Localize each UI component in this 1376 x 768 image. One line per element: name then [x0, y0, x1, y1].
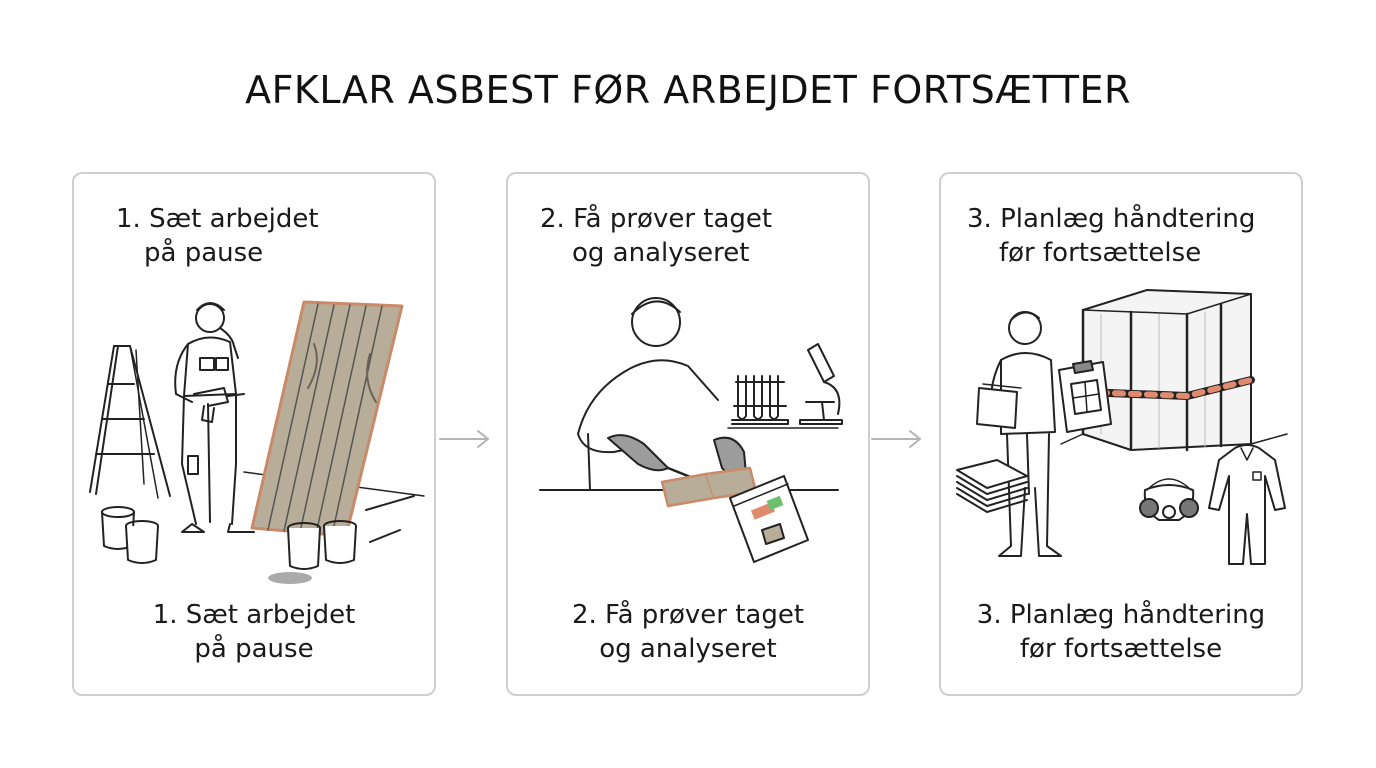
step-2-caption: 2. Få prøver taget og analyseret: [508, 598, 868, 666]
sample-bag-icon: [729, 475, 809, 563]
arrow-right-icon: [439, 430, 489, 448]
step-3-caption-line1: 3. Planlæg håndtering: [976, 600, 1266, 630]
step-2-illustration: [539, 297, 843, 563]
step-3-caption: 3. Planlæg håndtering før fortsættelse: [941, 598, 1301, 666]
worker-with-drill-icon: [174, 302, 255, 533]
corrugated-sheet-icon: [250, 300, 404, 538]
paint-buckets-icon: [101, 495, 415, 584]
step-card-3: 3. Planlæg håndtering før fortsættelse: [939, 172, 1303, 696]
step-3-heading-line2: før fortsættelse: [999, 238, 1202, 268]
step-card-1: 1. Sæt arbejdet på pause: [72, 172, 436, 696]
step-2-heading-line2: og analyseret: [572, 238, 750, 268]
step-3-illustration: [956, 289, 1288, 565]
step-1-caption-line2: på pause: [194, 634, 314, 664]
microscope-icon: [799, 343, 843, 425]
respirator-mask-icon: [1139, 478, 1199, 521]
protective-suit-icon: [1208, 444, 1286, 565]
arrow-right-icon: [871, 430, 921, 448]
step-2-caption-line1: 2. Få prøver taget: [571, 600, 805, 630]
step-1-heading-line2: på pause: [144, 238, 264, 268]
step-3-heading-line1: 3. Planlæg håndtering: [967, 204, 1256, 234]
step-1-caption-line1: 1. Sæt arbejdet: [152, 600, 356, 630]
step-1-caption: 1. Sæt arbejdet på pause: [74, 598, 434, 666]
step-2-caption-line2: og analyseret: [599, 634, 777, 664]
document-stack-icon: [956, 459, 1028, 513]
test-tubes-icon: [731, 375, 789, 425]
technician-cutting-sample-icon: [577, 297, 747, 491]
step-1-heading: 1. Sæt arbejdet på pause: [116, 202, 319, 270]
step-3-caption-line2: før fortsættelse: [1019, 634, 1223, 664]
step-card-2: 2. Få prøver taget og analyseret: [506, 172, 870, 696]
step-1-heading-line1: 1. Sæt arbejdet: [116, 204, 319, 234]
step-2-heading-line1: 2. Få prøver taget: [540, 204, 773, 234]
page-title: AFKLAR ASBEST FØR ARBEJDET FORTSÆTTER: [245, 68, 1131, 112]
step-1-illustration: [89, 300, 425, 584]
ladder-icon: [89, 345, 171, 499]
step-3-heading: 3. Planlæg håndtering før fortsættelse: [967, 202, 1255, 270]
step-2-heading: 2. Få prøver taget og analyseret: [540, 202, 772, 270]
worker-with-clipboard-icon: [976, 311, 1112, 557]
